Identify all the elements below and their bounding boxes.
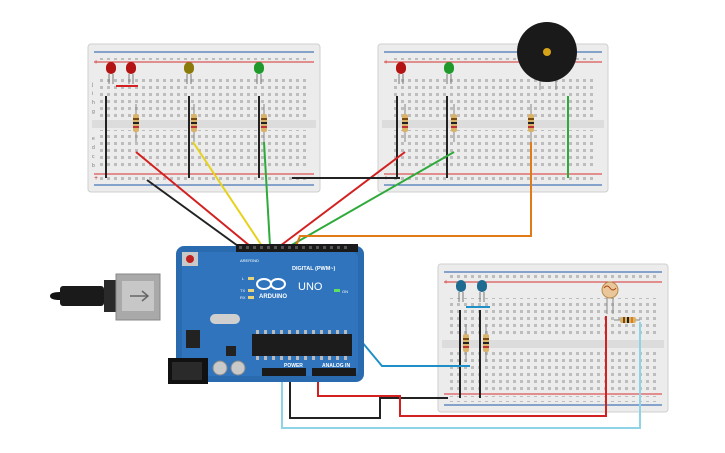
resistor <box>463 324 469 362</box>
breadboard-top-left: j i h g e d c b + + <box>87 43 321 193</box>
model-label: UNO <box>298 281 323 293</box>
led-blue <box>456 280 466 302</box>
power-jack-icon <box>168 358 208 384</box>
row-letter: c <box>92 154 95 160</box>
arduino-uno-board: AREF GND DIGITAL (PWM~) ARDUINO UNO ON L… <box>50 244 364 384</box>
led-red <box>106 62 116 84</box>
rail-plus: + <box>444 279 448 286</box>
aref-label: AREF <box>240 258 251 263</box>
l-label: L <box>242 276 245 281</box>
led-red <box>126 62 136 84</box>
breadboard-top-right: + + <box>377 22 609 193</box>
led-green <box>444 62 454 84</box>
gnd-label: GND <box>250 258 259 263</box>
resistor <box>614 317 640 323</box>
reset-button-icon[interactable] <box>182 252 198 266</box>
row-letter: i <box>92 91 93 97</box>
power-label: POWER <box>284 363 303 369</box>
row-letter: e <box>92 136 95 142</box>
led-blue <box>477 280 487 302</box>
resistor <box>528 104 534 142</box>
analog-label: ANALOG IN <box>322 363 350 369</box>
chip-icon <box>252 330 352 360</box>
resistor <box>402 104 408 142</box>
row-letter: h <box>92 100 95 106</box>
usb-port-icon <box>50 273 161 321</box>
row-letter: d <box>92 145 95 151</box>
breadboard-bottom-right: + <box>437 263 669 420</box>
arduino-logo <box>256 278 286 290</box>
row-letter: g <box>92 109 95 115</box>
led-green <box>254 62 264 84</box>
resistor <box>451 104 457 142</box>
led-red <box>396 62 406 84</box>
on-label: ON <box>342 289 348 294</box>
arduino-logo-text: ARDUINO <box>259 294 287 300</box>
buzzer-icon <box>517 22 577 90</box>
resistor <box>133 104 139 142</box>
rail-plus: + <box>94 175 98 182</box>
tx-label: TX <box>240 288 245 293</box>
photoresistor-icon <box>601 281 619 314</box>
row-letter: b <box>92 163 95 169</box>
rail-plus: + <box>384 59 388 66</box>
rx-label: RX <box>240 295 246 300</box>
resistor <box>261 104 267 142</box>
resistor <box>191 104 197 142</box>
digital-label: DIGITAL (PWM~) <box>292 266 336 272</box>
row-letter: j <box>91 82 93 88</box>
led-yellow <box>184 62 194 84</box>
rail-plus: + <box>94 59 98 66</box>
resistor <box>483 324 489 362</box>
